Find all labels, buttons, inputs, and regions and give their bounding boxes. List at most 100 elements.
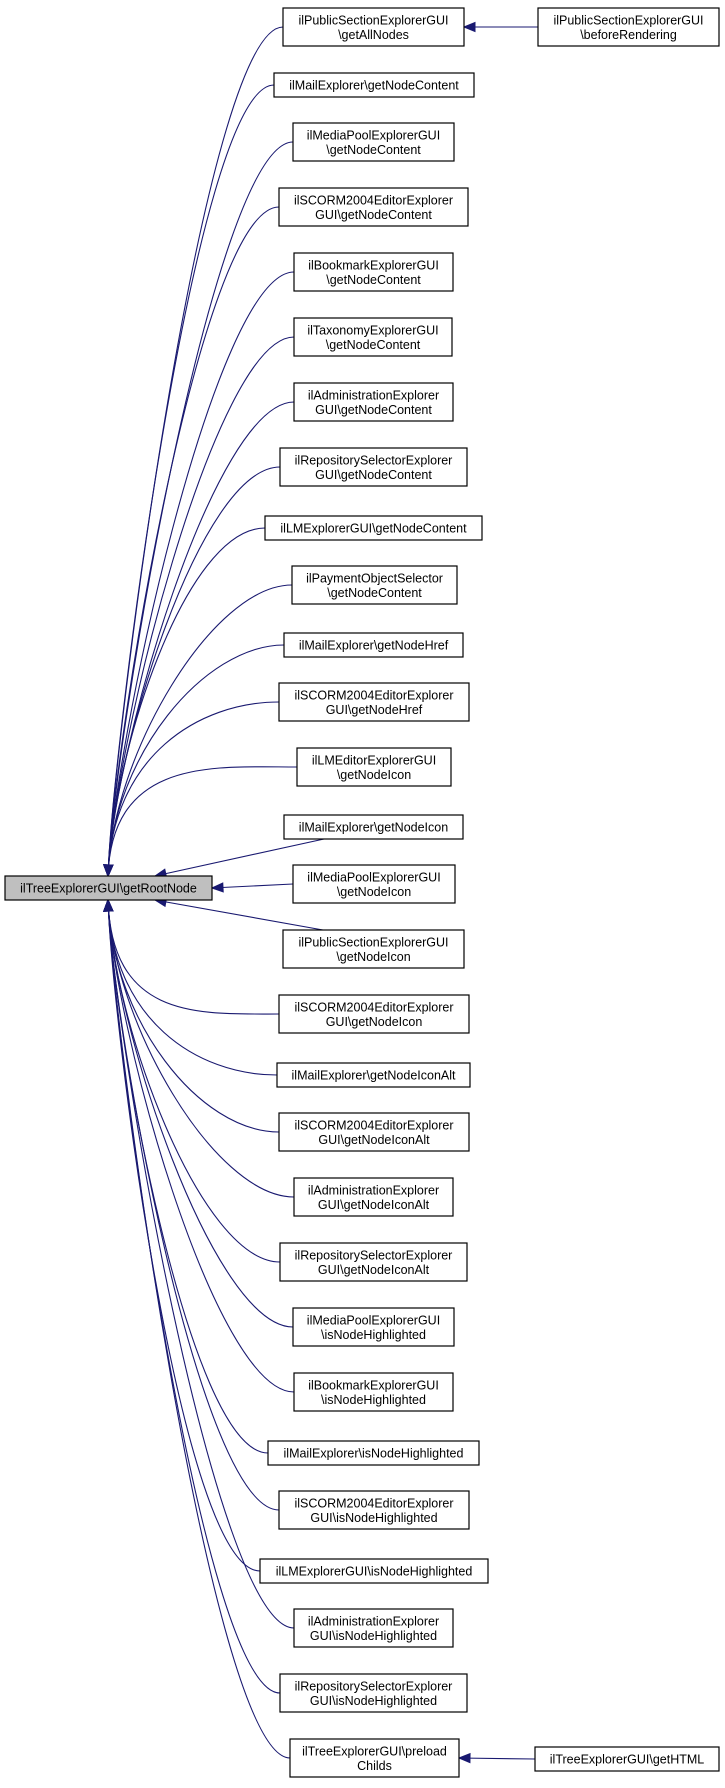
- node-n11[interactable]: ilMailExplorer\getNodeHref: [283, 632, 464, 658]
- node-box: [282, 929, 465, 969]
- node-label: \isNodeHighlighted: [321, 1328, 426, 1342]
- node-box: [292, 122, 455, 162]
- node-label: GUI\getNodeIconAlt: [318, 1198, 430, 1212]
- edge-n14-to-root: [154, 838, 325, 877]
- edge-n6-to-root: [107, 336, 295, 877]
- edge-n29-to-root: [107, 899, 291, 1759]
- node-n25[interactable]: ilSCORM2004EditorExplorerGUI\isNodeHighl…: [278, 1490, 470, 1530]
- node-label: ilMailExplorer\getNodeIcon: [299, 821, 448, 835]
- node-n6[interactable]: ilTaxonomyExplorerGUI\getNodeContent: [293, 317, 453, 357]
- arrowhead: [210, 882, 224, 893]
- node-n23[interactable]: ilBookmarkExplorerGUI\isNodeHighlighted: [293, 1372, 454, 1412]
- node-n20[interactable]: ilAdministrationExplorerGUI\getNodeIconA…: [293, 1177, 454, 1217]
- edge-n27-to-root: [107, 899, 295, 1629]
- node-n19[interactable]: ilSCORM2004EditorExplorerGUI\getNodeIcon…: [278, 1112, 470, 1152]
- node-n21[interactable]: ilRepositorySelectorExplorerGUI\getNodeI…: [279, 1242, 468, 1282]
- node-box: [293, 1177, 454, 1217]
- node-label: GUI\isNodeHighlighted: [310, 1629, 437, 1643]
- node-n27[interactable]: ilAdministrationExplorerGUI\isNodeHighli…: [293, 1608, 454, 1648]
- node-label: ilAdministrationExplorer: [308, 1183, 439, 1197]
- edge-n4-to-root: [107, 206, 280, 877]
- node-label: GUI\getNodeContent: [315, 403, 432, 417]
- node-label: GUI\getNodeIcon: [326, 1015, 423, 1029]
- node-n14[interactable]: ilMailExplorer\getNodeIcon: [283, 814, 464, 840]
- node-box: [289, 1738, 460, 1778]
- node-label: \getNodeContent: [326, 143, 421, 157]
- node-label: \getNodeContent: [326, 273, 421, 287]
- node-box: [292, 864, 456, 904]
- node-n13[interactable]: ilLMEditorExplorerGUI\getNodeIcon: [296, 747, 452, 787]
- node-box: [293, 1608, 454, 1648]
- node-label: \beforeRendering: [580, 28, 677, 42]
- node-label: ilPublicSectionExplorerGUI: [553, 13, 703, 27]
- node-label: \getNodeContent: [327, 586, 422, 600]
- edge-n25-to-root: [107, 899, 280, 1511]
- node-s1[interactable]: ilPublicSectionExplorerGUI\beforeRenderi…: [537, 7, 720, 47]
- edge-n24-to-root: [107, 899, 269, 1454]
- node-n18[interactable]: ilMailExplorer\getNodeIconAlt: [276, 1062, 471, 1088]
- node-n26[interactable]: ilLMExplorerGUI\isNodeHighlighted: [259, 1558, 489, 1584]
- node-n16[interactable]: ilPublicSectionExplorerGUI\getNodeIcon: [282, 929, 465, 969]
- node-n1[interactable]: ilPublicSectionExplorerGUI\getAllNodes: [282, 7, 465, 47]
- node-label: ilTreeExplorerGUI\getRootNode: [20, 882, 197, 896]
- node-label: \getNodeContent: [326, 338, 421, 352]
- edge-n10-to-root: [107, 584, 293, 877]
- node-label: ilSCORM2004EditorExplorer: [294, 1000, 453, 1014]
- node-box: [273, 72, 475, 98]
- node-label: ilMailExplorer\getNodeHref: [299, 639, 449, 653]
- node-label: \getNodeIcon: [337, 885, 411, 899]
- node-label: ilMailExplorer\getNodeIconAlt: [292, 1069, 456, 1083]
- node-n24[interactable]: ilMailExplorer\isNodeHighlighted: [267, 1440, 480, 1466]
- node-label: GUI\getNodeContent: [315, 208, 432, 222]
- node-box: [279, 447, 468, 487]
- node-label: \getAllNodes: [338, 28, 409, 42]
- edge-n16-to-root: [154, 899, 324, 931]
- node-label: ilTaxonomyExplorerGUI: [307, 323, 438, 337]
- node-n5[interactable]: ilBookmarkExplorerGUI\getNodeContent: [293, 252, 454, 292]
- node-box: [293, 252, 454, 292]
- node-box: [278, 994, 470, 1034]
- node-n7[interactable]: ilAdministrationExplorerGUI\getNodeConte…: [293, 382, 454, 422]
- node-n15[interactable]: ilMediaPoolExplorerGUI\getNodeIcon: [292, 864, 456, 904]
- node-label: \isNodeHighlighted: [321, 1393, 426, 1407]
- node-box: [283, 632, 464, 658]
- node-label: ilTreeExplorerGUI\getHTML: [550, 1753, 704, 1767]
- node-label: ilMailExplorer\getNodeContent: [289, 79, 459, 93]
- node-box: [279, 1673, 468, 1713]
- node-n22[interactable]: ilMediaPoolExplorerGUI\isNodeHighlighted: [292, 1307, 455, 1347]
- node-label: ilPaymentObjectSelector: [306, 571, 443, 585]
- node-box: [537, 7, 720, 47]
- node-n8[interactable]: ilRepositorySelectorExplorerGUI\getNodeC…: [279, 447, 468, 487]
- node-n9[interactable]: ilLMExplorerGUI\getNodeContent: [264, 515, 483, 541]
- node-box: [278, 1490, 470, 1530]
- edge-n7-to-root: [107, 401, 295, 877]
- node-label: ilRepositorySelectorExplorer: [295, 453, 453, 467]
- node-n3[interactable]: ilMediaPoolExplorerGUI\getNodeContent: [292, 122, 455, 162]
- edge-n20-to-root: [107, 899, 295, 1198]
- arrowhead: [103, 864, 114, 878]
- node-label: \getNodeIcon: [337, 768, 411, 782]
- node-label: GUI\isNodeHighlighted: [310, 1694, 437, 1708]
- node-label: \getNodeIcon: [336, 950, 410, 964]
- edge-n15-to-root: [211, 883, 294, 889]
- node-box: [534, 1746, 720, 1772]
- node-label: ilTreeExplorerGUI\preload: [302, 1744, 447, 1758]
- node-label: ilSCORM2004EditorExplorer: [294, 688, 453, 702]
- node-label: GUI\getNodeHref: [326, 703, 423, 717]
- node-label: ilLMEditorExplorerGUI: [312, 753, 436, 767]
- node-box: [259, 1558, 489, 1584]
- node-s2[interactable]: ilTreeExplorerGUI\getHTML: [534, 1746, 720, 1772]
- arrowhead: [457, 1752, 471, 1764]
- root-node[interactable]: ilTreeExplorerGUI\getRootNode: [4, 875, 213, 901]
- node-n2[interactable]: ilMailExplorer\getNodeContent: [273, 72, 475, 98]
- node-n4[interactable]: ilSCORM2004EditorExplorerGUI\getNodeCont…: [278, 187, 469, 227]
- node-label: GUI\getNodeIconAlt: [318, 1133, 430, 1147]
- node-n10[interactable]: ilPaymentObjectSelector\getNodeContent: [291, 565, 458, 605]
- node-box: [283, 814, 464, 840]
- node-n28[interactable]: ilRepositorySelectorExplorerGUI\isNodeHi…: [279, 1673, 468, 1713]
- edge-n13-to-root: [107, 766, 298, 877]
